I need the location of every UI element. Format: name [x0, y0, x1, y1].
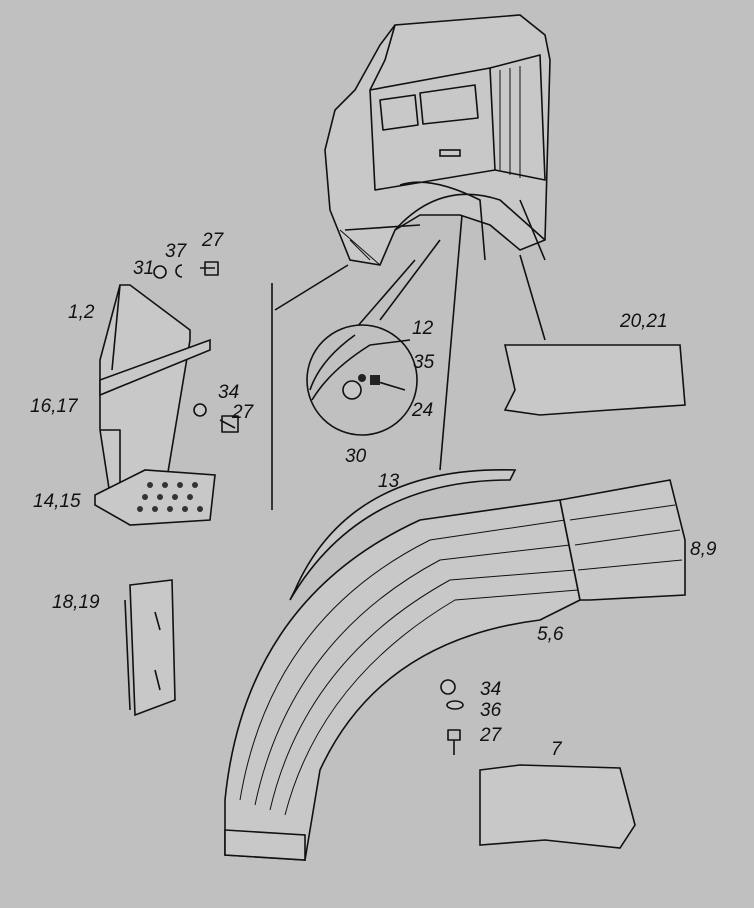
- label-35: 35: [413, 352, 435, 373]
- label-36: 36: [480, 700, 502, 721]
- label-13: 13: [378, 471, 400, 492]
- wing-extension-8-9: [559, 479, 686, 601]
- bolt-24: [370, 375, 380, 385]
- part-labels: 27 37 31 1,2 34 16,17 27 14,15 18,19 12 …: [30, 230, 717, 760]
- bolt-27b: [219, 415, 239, 433]
- label-27: 27: [201, 230, 225, 251]
- lock-washer-34b: [440, 679, 456, 695]
- washer-36: [446, 700, 464, 710]
- bracket-18-19: [124, 579, 176, 717]
- label-34: 34: [480, 679, 501, 700]
- label-16-17: 16,17: [30, 396, 79, 417]
- strip-13: [289, 469, 517, 601]
- label-1-2: 1,2: [68, 302, 95, 323]
- label-24: 24: [411, 400, 433, 421]
- label-27: 27: [231, 402, 255, 423]
- label-31: 31: [133, 258, 154, 279]
- panel-20-21: [503, 344, 686, 416]
- washer-35: [358, 374, 366, 382]
- label-8-9: 8,9: [690, 539, 717, 560]
- label-5-6: 5,6: [537, 624, 564, 645]
- bolt-27a: [200, 261, 219, 276]
- label-30: 30: [345, 446, 367, 467]
- truck-cab: [324, 14, 551, 266]
- nut-30: [342, 380, 362, 400]
- washer-37: [175, 264, 183, 278]
- nut-31: [153, 265, 167, 279]
- leader-lines: [271, 214, 546, 510]
- detail-circle: [306, 324, 418, 436]
- label-14-15: 14,15: [33, 491, 81, 512]
- label-12: 12: [412, 318, 434, 339]
- label-37: 37: [165, 241, 188, 262]
- label-18-19: 18,19: [52, 592, 100, 613]
- panel-7: [479, 764, 636, 849]
- lock-washer-34a: [193, 403, 207, 417]
- label-20-21: 20,21: [619, 311, 668, 332]
- label-34: 34: [218, 382, 239, 403]
- step-bracket: [94, 261, 239, 526]
- label-27: 27: [479, 725, 503, 746]
- door-handle: [439, 149, 461, 157]
- bolt-27c: [447, 729, 461, 755]
- label-7: 7: [551, 739, 563, 760]
